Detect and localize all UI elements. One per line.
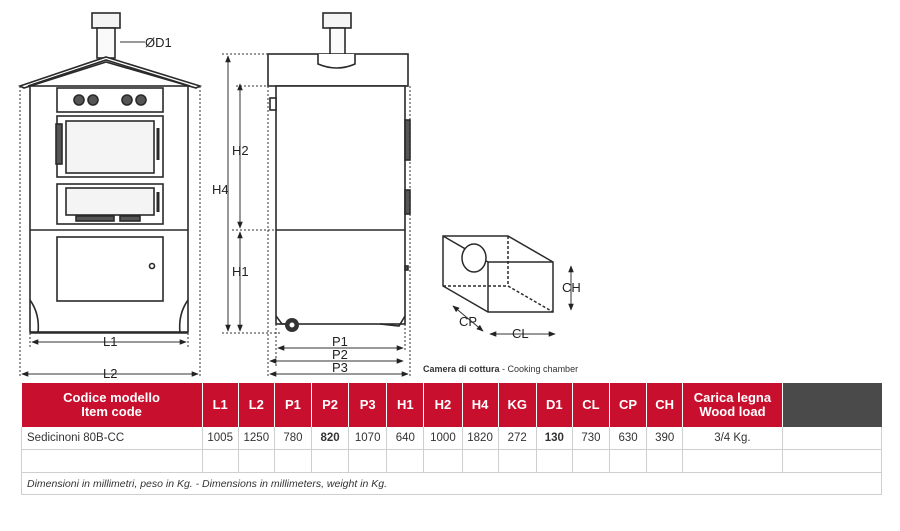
header-h4: H4: [462, 383, 499, 427]
label-h2: H2: [232, 143, 249, 158]
header-l1: L1: [202, 383, 239, 427]
empty-cell: [609, 449, 648, 473]
table-row: Sedicinoni 80B-CC 1005 1250 780 820 1070…: [21, 427, 883, 450]
label-cp: CP: [459, 314, 477, 329]
cell-p2: 820: [311, 427, 350, 450]
cell-l1: 1005: [202, 427, 239, 450]
empty-cell: [21, 449, 203, 473]
header-blank: [782, 383, 882, 427]
cell-wood-load: 3/4 Kg.: [682, 427, 783, 450]
empty-cell: [536, 449, 573, 473]
label-p1: P1: [332, 334, 348, 349]
header-cp: CP: [609, 383, 648, 427]
side-view: [267, 12, 411, 332]
cell-item-code: Sedicinoni 80B-CC: [21, 427, 203, 450]
label-d1: ØD1: [145, 35, 172, 50]
empty-cell: [572, 449, 611, 473]
empty-cell: [646, 449, 684, 473]
label-ch: CH: [562, 280, 581, 295]
header-h1: H1: [386, 383, 425, 427]
cell-h1: 640: [386, 427, 425, 450]
header-d1: D1: [536, 383, 573, 427]
chamber-caption-en: Cooking chamber: [508, 364, 579, 374]
table-row-empty: [21, 449, 883, 473]
cooking-chamber-diagram: [442, 235, 554, 313]
cell-h2: 1000: [423, 427, 463, 450]
label-h4: H4: [212, 182, 229, 197]
header-cl: CL: [572, 383, 611, 427]
empty-cell: [682, 449, 783, 473]
empty-cell: [311, 449, 350, 473]
header-p3: P3: [348, 383, 388, 427]
header-item-code-line1: Codice modello: [63, 390, 160, 405]
chamber-caption: Camera di cottura - Cooking chamber: [423, 364, 578, 374]
header-h2: H2: [423, 383, 463, 427]
empty-cell: [498, 449, 537, 473]
cell-ch: 390: [646, 427, 684, 450]
empty-cell: [386, 449, 425, 473]
header-item-code-line2: Item code: [81, 404, 142, 419]
table-footnote-row: Dimensioni in millimetri, peso in Kg. - …: [21, 472, 882, 495]
header-wood-load-line1: Carica legna: [693, 390, 772, 405]
empty-cell: [238, 449, 275, 473]
label-l1: L1: [103, 334, 117, 349]
header-p2: P2: [311, 383, 350, 427]
cell-blank: [782, 427, 883, 450]
header-wood-load-line2: Wood load: [699, 404, 766, 419]
header-l2: L2: [238, 383, 275, 427]
label-h1: H1: [232, 264, 249, 279]
cell-cp: 630: [609, 427, 648, 450]
header-ch: CH: [646, 383, 684, 427]
empty-cell: [423, 449, 463, 473]
cell-h4: 1820: [462, 427, 499, 450]
cell-kg: 272: [498, 427, 537, 450]
front-view: [17, 12, 203, 334]
label-p3: P3: [332, 360, 348, 375]
cell-p1: 780: [274, 427, 313, 450]
header-p1: P1: [274, 383, 313, 427]
empty-cell: [462, 449, 499, 473]
chamber-caption-sep: -: [500, 364, 508, 374]
empty-cell: [782, 449, 883, 473]
header-kg: KG: [498, 383, 537, 427]
technical-drawing: ØD1 H4 H2 H1 L1 L2 P1 P2 P3 CH CP CL Cam…: [17, 12, 581, 381]
empty-cell: [274, 449, 313, 473]
empty-cell: [348, 449, 388, 473]
label-l2: L2: [103, 366, 117, 381]
label-p2: P2: [332, 347, 348, 362]
label-cl: CL: [512, 326, 529, 341]
table-footnote: Dimensioni in millimetri, peso in Kg. - …: [21, 472, 882, 495]
cell-p3: 1070: [348, 427, 388, 450]
cell-cl: 730: [572, 427, 611, 450]
empty-cell: [202, 449, 239, 473]
cell-l2: 1250: [238, 427, 275, 450]
cell-d1: 130: [536, 427, 573, 450]
chamber-caption-it: Camera di cottura: [423, 364, 501, 374]
